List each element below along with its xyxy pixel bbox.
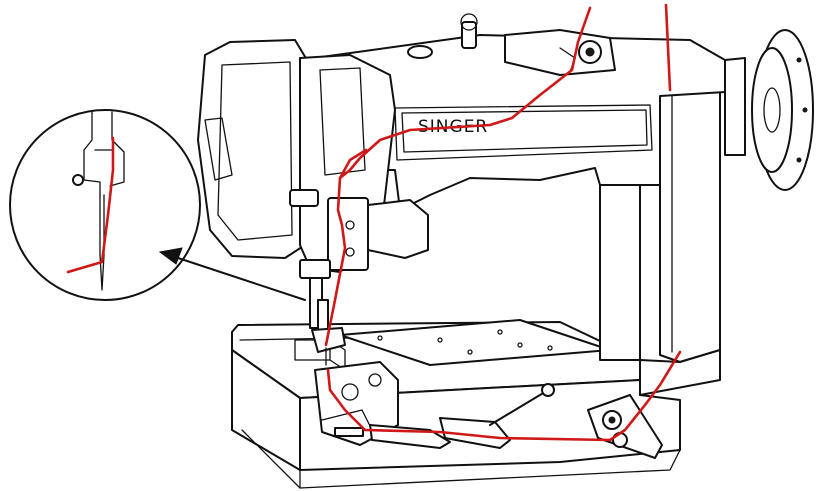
machine-arm: SINGER: [299, 13, 726, 211]
lower-mechanisms: [314, 361, 663, 459]
thread-path: [324, 3, 682, 442]
handwheel: [724, 29, 814, 191]
magnified-needle-inset: [9, 109, 201, 301]
machine-pillar: [599, 84, 721, 396]
pointer-arrow: [158, 247, 306, 301]
